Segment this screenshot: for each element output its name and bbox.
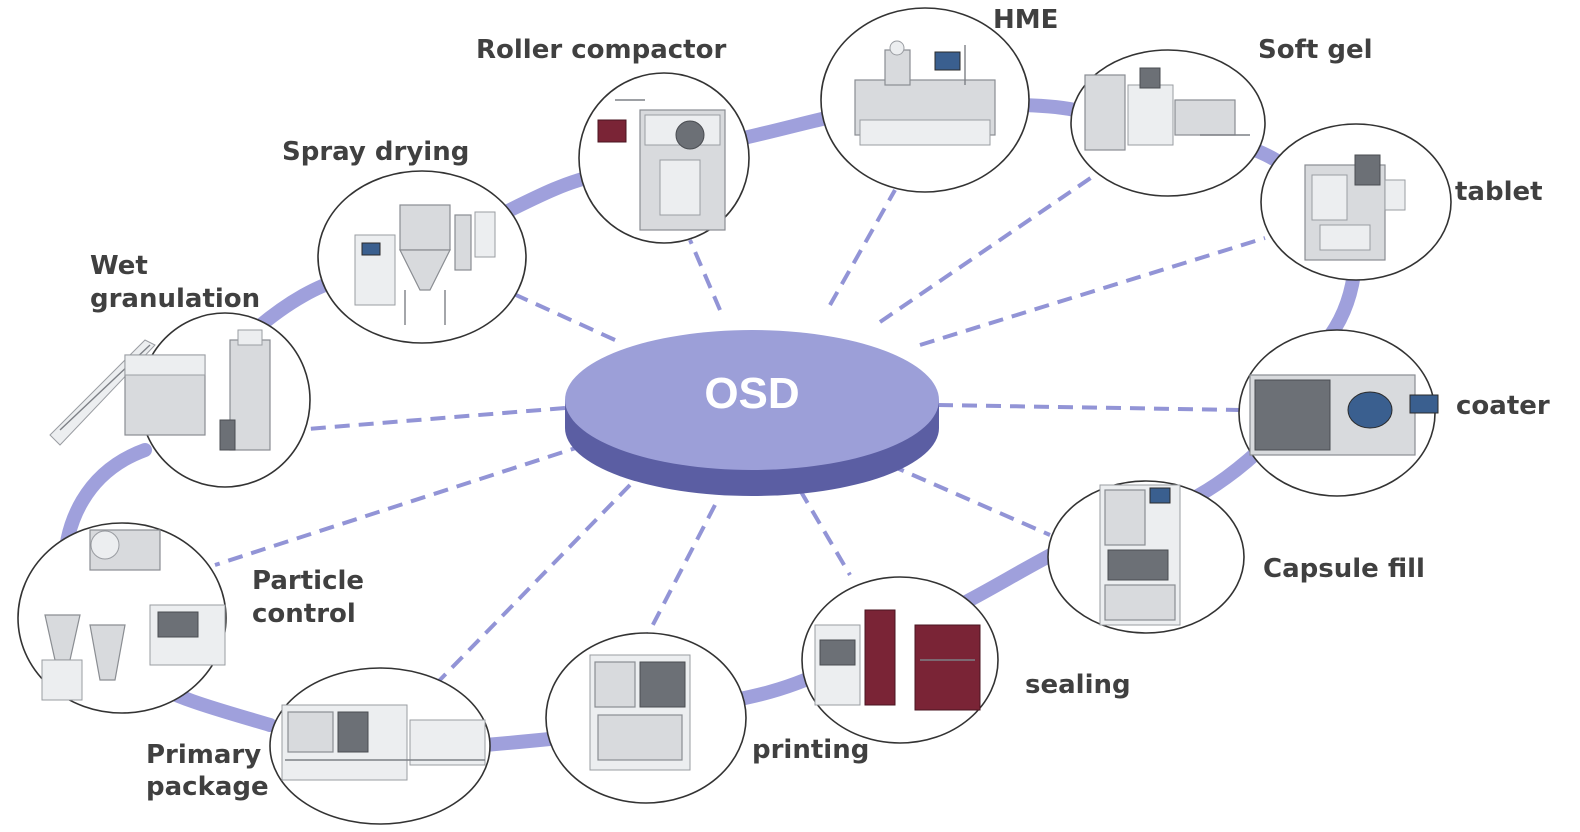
spray-dryer-icon	[354, 204, 496, 325]
label-printing: printing	[752, 735, 869, 765]
node-sealing: sealing	[801, 576, 1131, 744]
label-sealing: sealing	[1025, 670, 1131, 700]
node-tablet: tablet	[1260, 123, 1543, 281]
spoke-spray-drying	[504, 288, 616, 342]
node-coater: coater	[1238, 329, 1550, 497]
label-hme: HME	[993, 5, 1058, 35]
label-primary-package: Primary package	[146, 740, 270, 802]
spoke-particle-control	[214, 443, 586, 567]
spoke-sealing	[798, 488, 852, 577]
hub-label: OSD	[704, 369, 799, 418]
label-particle-control: Particle control	[252, 566, 373, 629]
spokes	[214, 173, 1266, 687]
label-soft-gel: Soft gel	[1258, 35, 1373, 65]
node-hme: HME	[820, 5, 1058, 193]
node-spray-drying: Spray drying	[282, 137, 527, 344]
granulator-and-fluid-bed-dryer-icon	[49, 329, 271, 451]
label-wet-granulation: Wet granulation	[90, 251, 260, 314]
blister-packaging-line-icon	[281, 704, 486, 781]
printing-machine-icon	[589, 654, 691, 771]
osd-hub: OSD	[565, 330, 939, 496]
spoke-capsule-fill	[889, 463, 1051, 537]
label-tablet: tablet	[1455, 177, 1543, 207]
tablet-press-icon	[1304, 154, 1406, 261]
capsule-filler-icon	[1099, 484, 1181, 626]
node-wet-granulation: Wet granulation	[49, 251, 311, 488]
sealing-machine-icon	[814, 609, 981, 711]
spoke-hme	[828, 189, 897, 306]
spoke-wet-granulation	[294, 406, 566, 432]
label-roller-compactor: Roller compactor	[476, 35, 726, 65]
node-roller-compactor: Roller compactor	[476, 35, 750, 244]
label-capsule-fill: Capsule fill	[1263, 554, 1425, 584]
spoke-printing	[643, 504, 717, 641]
node-primary-package: Primary package	[146, 667, 491, 825]
node-capsule-fill: Capsule fill	[1047, 480, 1425, 634]
spoke-roller-compactor	[688, 239, 722, 311]
spoke-coater	[937, 403, 1241, 412]
coater-icon	[1249, 374, 1439, 456]
label-coater: coater	[1456, 391, 1550, 421]
node-soft-gel: Soft gel	[1070, 35, 1373, 197]
label-spray-drying: Spray drying	[282, 137, 469, 167]
roller-compactor-icon	[597, 99, 726, 231]
node-printing: printing	[545, 632, 869, 804]
soft-gel-machine-icon	[1084, 67, 1250, 151]
node-particle-control: Particle control	[17, 522, 373, 714]
spoke-soft-gel	[878, 173, 1097, 324]
spoke-tablet	[919, 236, 1266, 347]
hot-melt-extruder-icon	[854, 40, 996, 146]
mill-and-sieve-icon	[41, 529, 226, 701]
